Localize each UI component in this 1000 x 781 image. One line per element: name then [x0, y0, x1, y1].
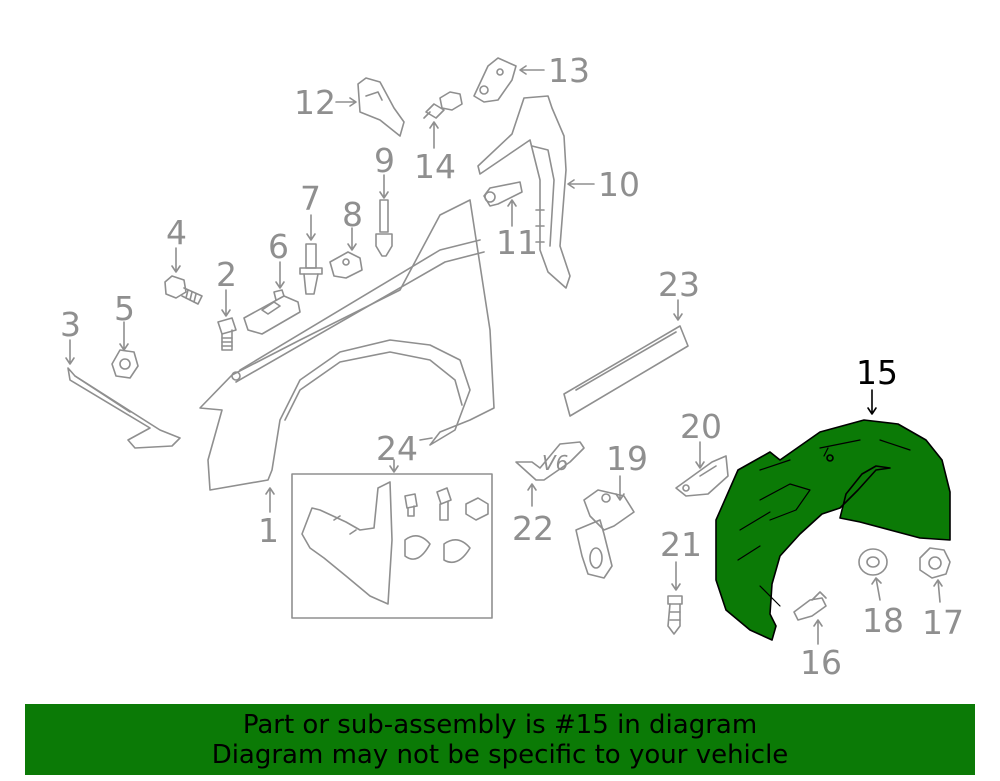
callout-10[interactable]: 10: [598, 165, 640, 204]
callout-24[interactable]: 24: [376, 429, 418, 468]
callout-6[interactable]: 6: [268, 227, 289, 266]
leader-lines: [65, 65, 943, 645]
part-strip-10[interactable]: [477, 95, 571, 289]
callout-17[interactable]: 17: [922, 603, 964, 642]
part-fender[interactable]: [199, 199, 495, 491]
emblem-text: V6: [542, 451, 568, 475]
callout-2[interactable]: 2: [216, 255, 237, 294]
part-bracket-13[interactable]: [473, 57, 517, 103]
part-nut-17[interactable]: [919, 547, 951, 579]
banner-line-2: Diagram may not be specific to your vehi…: [211, 740, 789, 770]
callout-14[interactable]: 14: [414, 147, 456, 186]
callout-16[interactable]: 16: [800, 643, 842, 682]
part-emblem-22[interactable]: V6: [515, 441, 585, 481]
part-bracket-19[interactable]: [575, 489, 635, 579]
part-bolt-4[interactable]: [164, 275, 203, 305]
part-bracket-20[interactable]: [675, 455, 729, 497]
part-bracket-12[interactable]: [357, 77, 405, 137]
part-bracket-6[interactable]: [243, 289, 301, 335]
part-washer-18[interactable]: [858, 548, 888, 576]
callout-3[interactable]: 3: [60, 305, 81, 344]
callout-21[interactable]: 21: [660, 525, 702, 564]
callout-5[interactable]: 5: [114, 289, 135, 328]
part-clip-8[interactable]: [329, 251, 363, 279]
part-clip-11[interactable]: [483, 181, 523, 207]
callout-9[interactable]: 9: [374, 141, 395, 180]
part-mudflap-kit-24[interactable]: [291, 473, 493, 619]
part-bolt-2[interactable]: [217, 317, 237, 351]
info-banner: Part or sub-assembly is #15 in diagram D…: [25, 704, 975, 775]
part-fender-liner-15[interactable]: [715, 419, 951, 641]
part-screw-16[interactable]: [793, 591, 827, 621]
callout-13[interactable]: 13: [548, 51, 590, 90]
callout-8[interactable]: 8: [342, 195, 363, 234]
callout-4[interactable]: 4: [166, 213, 187, 252]
part-pushclip-14[interactable]: [423, 91, 463, 119]
callout-12[interactable]: 12: [294, 83, 336, 122]
part-bracket-3[interactable]: [67, 367, 181, 449]
parts-diagram: V6: [65, 57, 951, 645]
part-nut-5[interactable]: [111, 349, 139, 379]
banner-line-1: Part or sub-assembly is #15 in diagram: [242, 710, 758, 740]
part-screw-7[interactable]: [299, 243, 323, 295]
part-strip-23[interactable]: [563, 325, 689, 417]
callout-15[interactable]: 15: [856, 353, 898, 392]
callout-7[interactable]: 7: [300, 179, 321, 218]
callout-19[interactable]: 19: [606, 439, 648, 478]
callout-11[interactable]: 11: [496, 223, 538, 262]
part-stud-9[interactable]: [375, 199, 393, 257]
callout-18[interactable]: 18: [862, 601, 904, 640]
part-pushpin-21[interactable]: [667, 595, 683, 635]
callout-22[interactable]: 22: [512, 509, 554, 548]
callout-1[interactable]: 1: [258, 511, 279, 550]
callout-23[interactable]: 23: [658, 265, 700, 304]
callout-20[interactable]: 20: [680, 407, 722, 446]
